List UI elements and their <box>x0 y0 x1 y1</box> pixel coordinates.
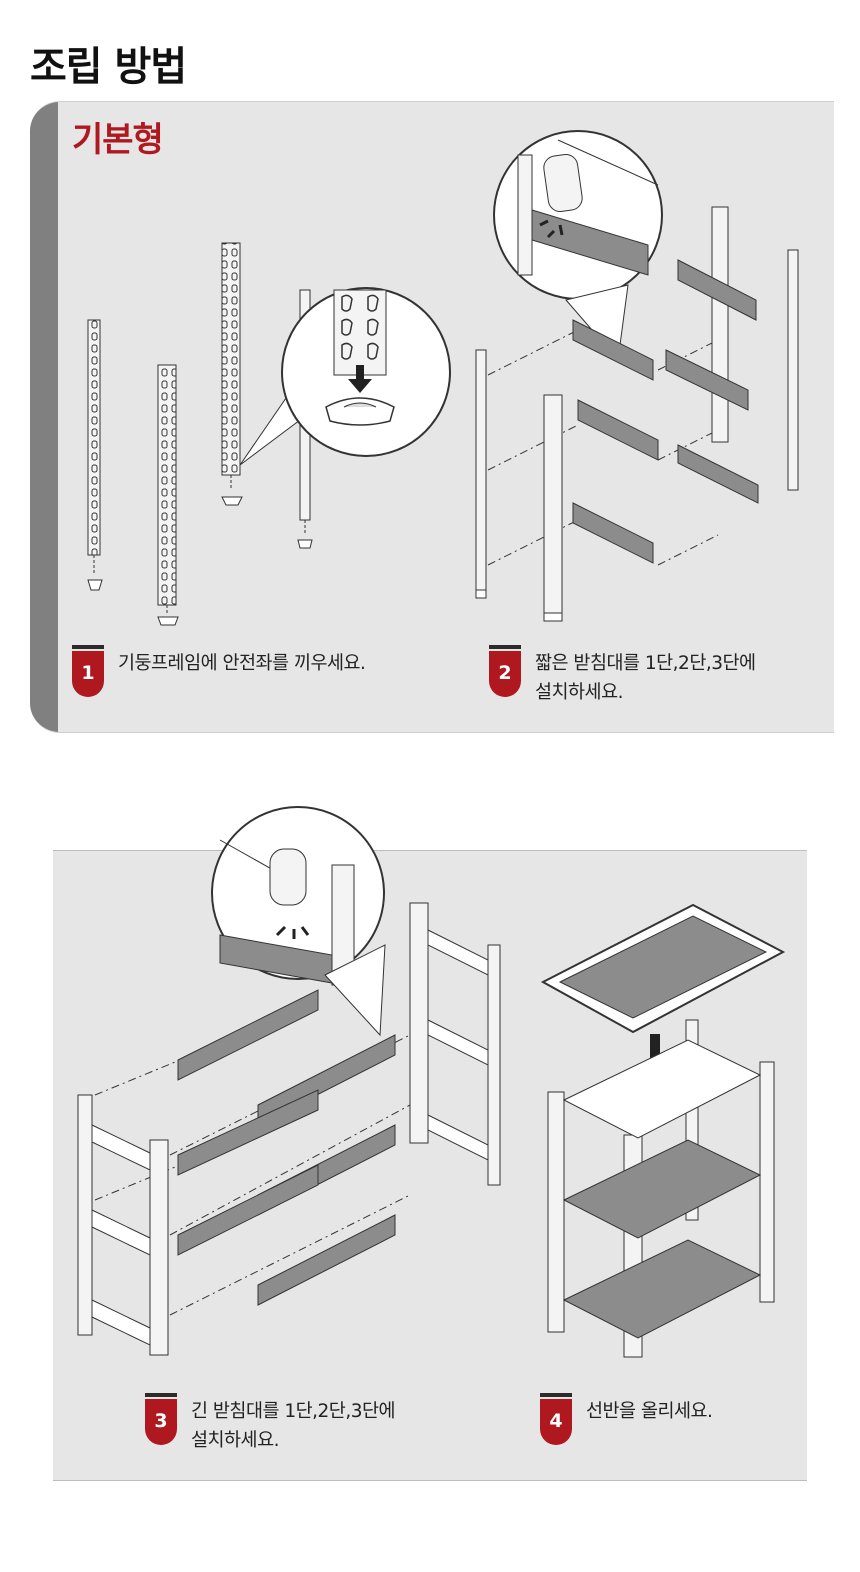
section-label-basic-type: 기본형 <box>72 120 164 160</box>
step-number-badge: 2 <box>489 645 521 697</box>
step-4-text: 선반을 올리세요. <box>586 1401 713 1422</box>
shelf-board <box>562 1139 762 1339</box>
upright-post <box>711 206 729 443</box>
upright-post <box>87 319 103 591</box>
zoom-detail-circle <box>211 806 386 1037</box>
upright-post <box>77 902 501 1356</box>
step-2-text-line-1: 짧은 받침대를 1단,2단,3단에 <box>535 653 756 674</box>
page-title: 조립 방법 <box>30 44 187 90</box>
upright-post <box>759 1061 775 1303</box>
upright-post <box>787 249 799 491</box>
step-1-text: 기둥프레임에 안전좌를 끼우세요. <box>118 653 366 674</box>
step1-illustration <box>80 235 460 635</box>
upright-post <box>547 1091 565 1333</box>
step2-illustration <box>468 125 808 625</box>
upright-post <box>475 349 487 599</box>
step-3-text-line-1: 긴 받침대를 1단,2단,3단에 <box>191 1401 396 1422</box>
upright-post <box>157 364 179 626</box>
short-beam <box>572 259 759 564</box>
step-number-badge: 3 <box>145 1393 177 1445</box>
upright-post <box>543 394 563 622</box>
step-3-text-line-2: 설치하세요. <box>191 1430 279 1451</box>
step3-illustration <box>70 805 510 1365</box>
step-number-badge: 1 <box>72 645 104 697</box>
step-2-text-line-2: 설치하세요. <box>535 682 623 703</box>
long-beam <box>177 989 396 1306</box>
panel-side-strip <box>30 102 58 732</box>
zoom-detail-circle <box>281 287 451 457</box>
step4-illustration <box>538 900 788 1360</box>
shelf-board <box>540 903 786 1034</box>
step-number-badge: 4 <box>540 1393 572 1445</box>
upright-post <box>221 242 243 506</box>
